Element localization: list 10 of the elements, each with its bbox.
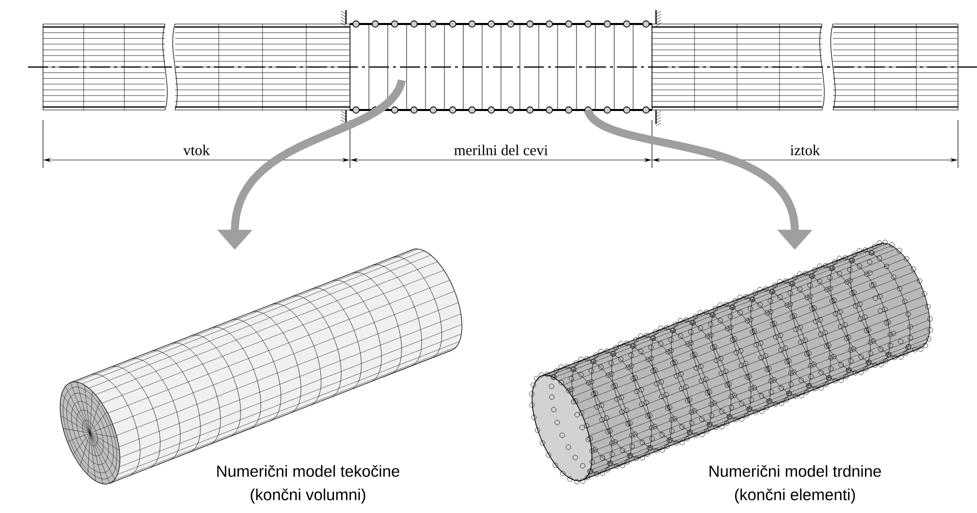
dimension-label: merilni del cevi: [454, 144, 548, 156]
fluid-mesh-drawing: [60, 248, 462, 484]
tube-mesh-drawing: [529, 240, 933, 484]
dimension-label: vtok: [183, 144, 210, 156]
node-label: (končni volumni): [250, 488, 366, 504]
node-label: Numerični model trdnine: [710, 465, 881, 477]
node-label: (končni elementi): [735, 488, 855, 504]
dimension-label: iztok: [790, 144, 820, 156]
pipe-drawing: [28, 10, 977, 126]
node-label: Numerični model tekočine: [217, 465, 400, 477]
